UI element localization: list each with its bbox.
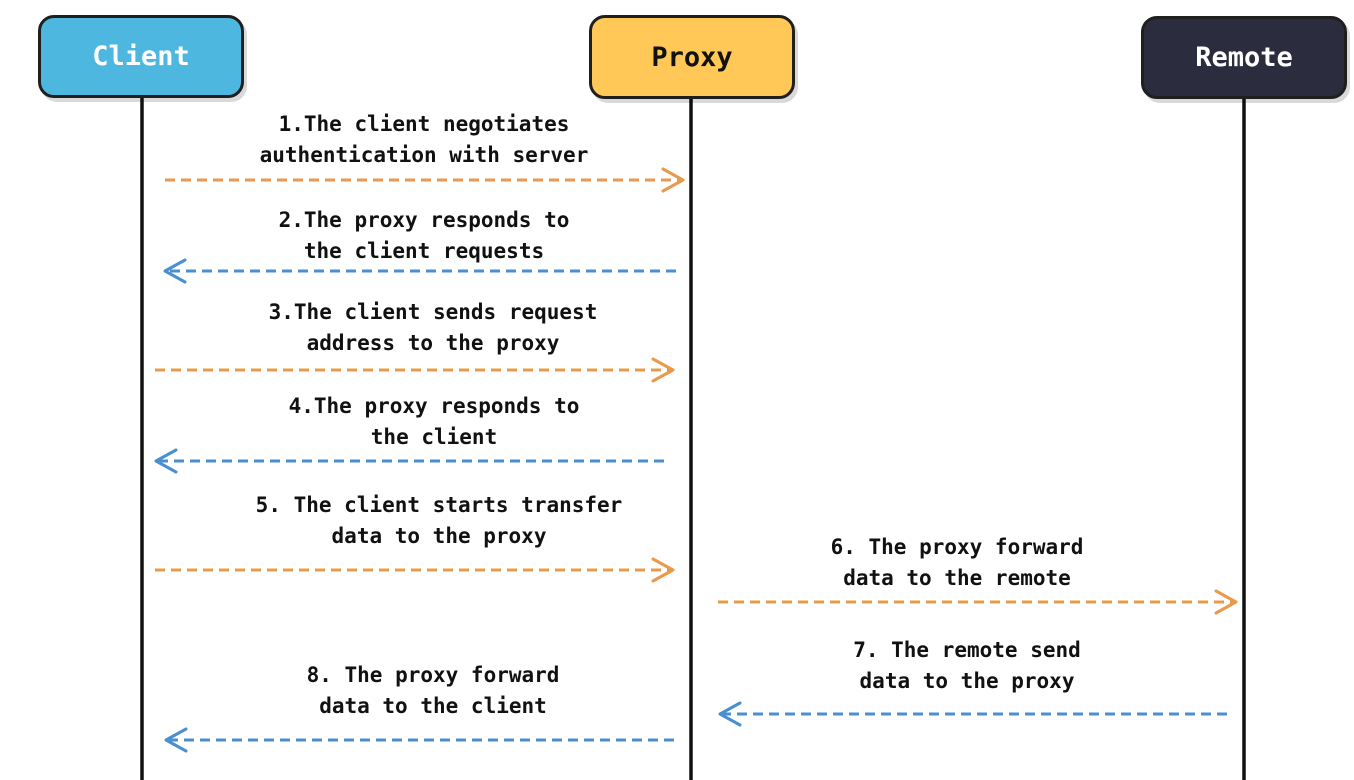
message-4-arrowhead	[154, 448, 178, 474]
client-actor-box: Client	[38, 15, 244, 98]
message-5-arrowhead	[651, 557, 675, 583]
message-3-arrowhead	[651, 357, 675, 383]
proxy-actor-box: Proxy	[589, 15, 795, 99]
message-2-arrowhead	[163, 258, 187, 284]
remote-actor-box: Remote	[1141, 16, 1347, 99]
message-6-arrowhead	[1214, 589, 1238, 615]
message-8-arrowhead	[164, 727, 188, 753]
message-1-arrowhead	[661, 167, 685, 193]
message-7-arrowhead	[718, 701, 742, 727]
